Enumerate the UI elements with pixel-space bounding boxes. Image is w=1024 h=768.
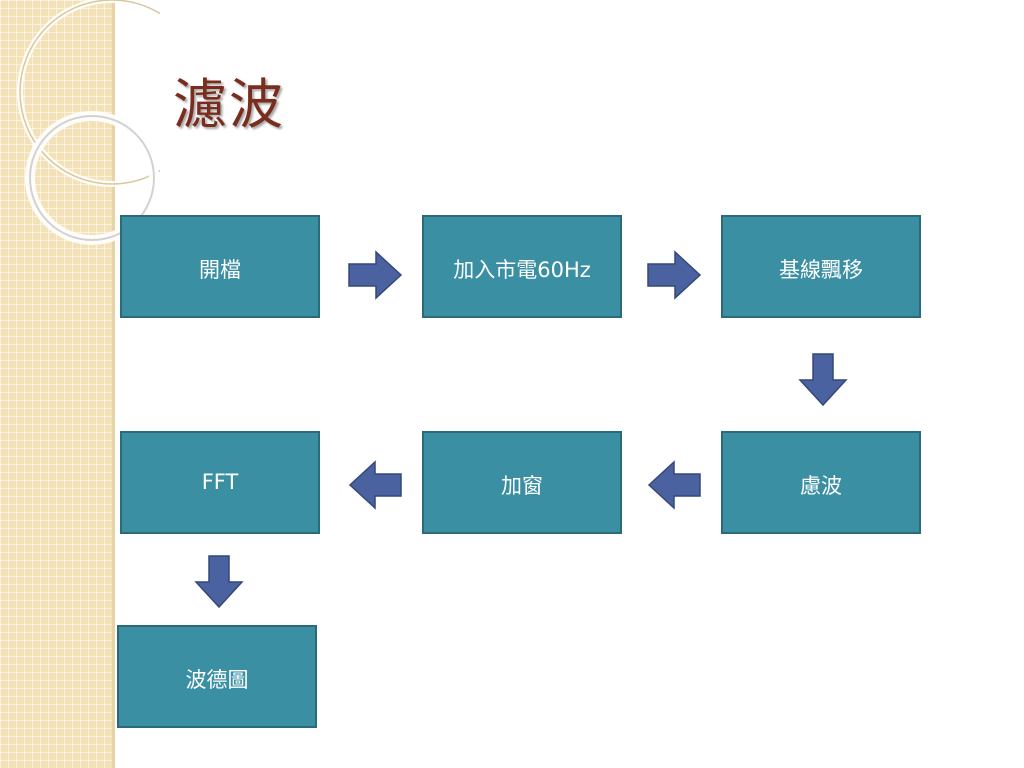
arrow-down-1 [798, 353, 848, 407]
decorative-rings [17, 0, 160, 245]
arrow-left-1 [647, 460, 701, 510]
step-add-mains-box: 加入市電60Hz [422, 215, 622, 318]
arrow-right-2 [647, 250, 702, 300]
sidebar-edge [112, 0, 115, 768]
step-open-file-box: 開檔 [120, 215, 320, 318]
step-bode-plot-box: 波德圖 [117, 625, 317, 728]
step-filter-box: 慮波 [721, 431, 921, 534]
step-fft-box: FFT [120, 431, 320, 534]
step-baseline-drift-box: 基線飄移 [721, 215, 921, 318]
slide-title: 濾波 [173, 73, 285, 136]
arrow-down-2 [194, 555, 244, 609]
arrow-left-2 [348, 460, 402, 510]
step-windowing-box: 加窗 [422, 431, 622, 534]
arrow-right-1 [348, 250, 403, 300]
